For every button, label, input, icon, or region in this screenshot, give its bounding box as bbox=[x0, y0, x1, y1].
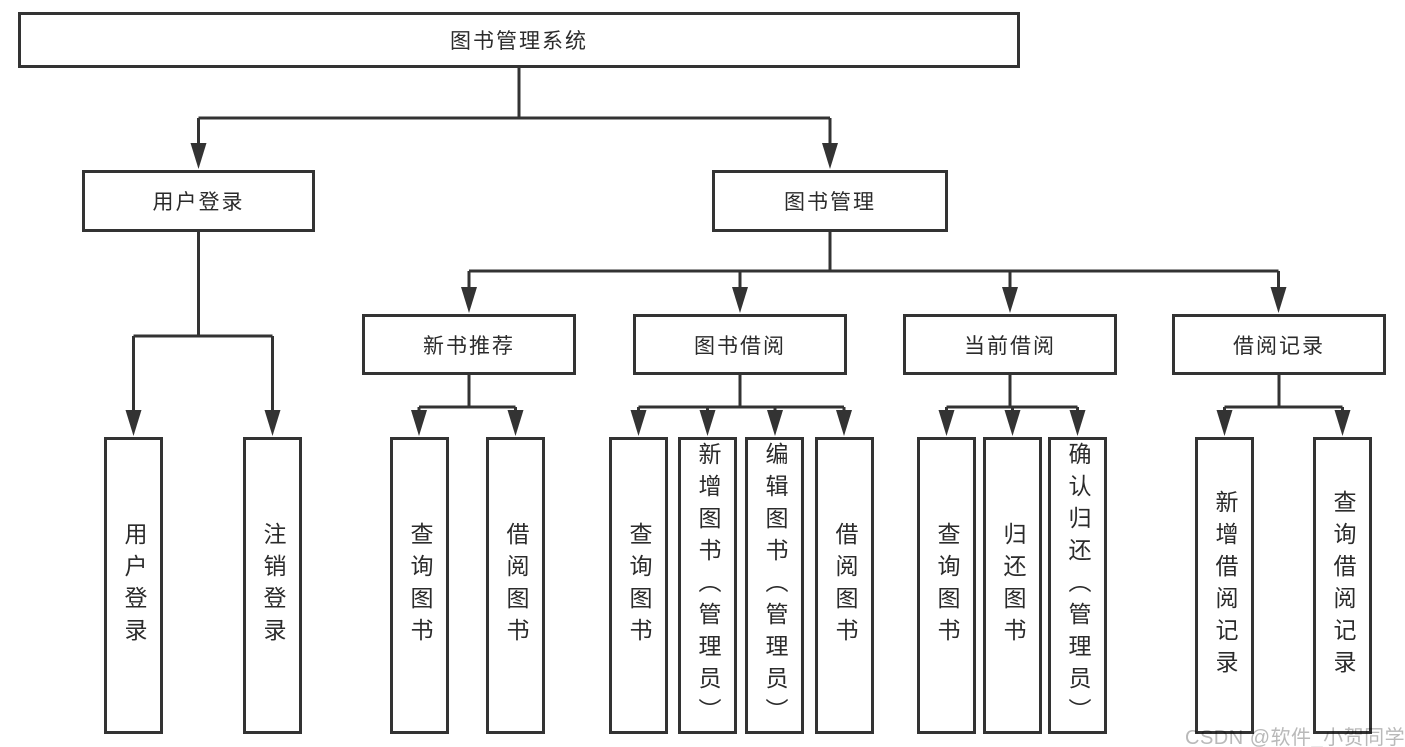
arrowhead-icon bbox=[1002, 287, 1018, 313]
node-new-book-recommendation: 新书推荐 bbox=[362, 314, 576, 375]
node-label: 图书管理 bbox=[784, 191, 876, 214]
node-label: 查询图书 bbox=[407, 521, 433, 650]
node-label: 查询借阅记录 bbox=[1330, 489, 1356, 682]
arrowhead-icon bbox=[1216, 410, 1233, 436]
node-label: 图书借阅 bbox=[694, 334, 786, 358]
leaf-borrow-books: 借阅图书 bbox=[486, 437, 545, 734]
arrowhead-icon bbox=[190, 143, 207, 169]
leaf-query-books: 查询图书 bbox=[609, 437, 668, 734]
node-library-management-system: 图书管理系统 bbox=[18, 12, 1020, 68]
node-label: 新增借阅记录 bbox=[1212, 489, 1238, 682]
node-label: 新书推荐 bbox=[423, 334, 515, 358]
node-book-borrowing: 图书借阅 bbox=[633, 314, 847, 375]
node-label: 查询图书 bbox=[934, 521, 960, 650]
arrowhead-icon bbox=[630, 410, 647, 436]
csdn-watermark: CSDN @软件_小贺同学 bbox=[1185, 727, 1405, 747]
arrowhead-icon bbox=[699, 410, 716, 436]
node-label: 用户登录 bbox=[121, 521, 147, 650]
arrowhead-icon bbox=[411, 410, 427, 436]
leaf-query-books: 查询图书 bbox=[917, 437, 976, 734]
arrowhead-icon bbox=[1004, 410, 1021, 436]
node-label: 借阅图书 bbox=[503, 521, 529, 650]
node-label: 用户登录 bbox=[152, 191, 245, 214]
node-label: 新增图书（管理员） bbox=[695, 441, 721, 730]
arrowhead-icon bbox=[461, 287, 477, 313]
arrowhead-icon bbox=[507, 410, 524, 436]
node-label: 借阅图书 bbox=[832, 521, 858, 650]
node-label: 注销登录 bbox=[260, 521, 286, 650]
leaf-confirm-return-admin: 确认归还（管理员） bbox=[1048, 437, 1107, 734]
arrowhead-icon bbox=[1334, 410, 1351, 436]
node-current-borrowing: 当前借阅 bbox=[903, 314, 1117, 375]
node-label: 借阅记录 bbox=[1233, 334, 1325, 358]
leaf-query-books: 查询图书 bbox=[390, 437, 449, 734]
leaf-query-borrow-record: 查询借阅记录 bbox=[1313, 437, 1372, 734]
node-label: 当前借阅 bbox=[964, 334, 1056, 358]
arrowhead-icon bbox=[836, 410, 852, 436]
arrowhead-icon bbox=[125, 410, 142, 436]
arrow-stub-lines bbox=[132, 118, 1344, 418]
leaf-borrow-books: 借阅图书 bbox=[815, 437, 874, 734]
leaf-user-login: 用户登录 bbox=[104, 437, 163, 734]
leaf-edit-books-admin: 编辑图书（管理员） bbox=[745, 437, 804, 734]
arrowhead-icon bbox=[822, 143, 838, 169]
node-borrowing-records: 借阅记录 bbox=[1172, 314, 1386, 375]
leaf-add-borrow-record: 新增借阅记录 bbox=[1195, 437, 1254, 734]
leaf-logout: 注销登录 bbox=[243, 437, 302, 734]
arrowhead-icon bbox=[767, 410, 783, 436]
node-label: 图书管理系统 bbox=[450, 30, 588, 53]
arrowhead-icon bbox=[1069, 410, 1086, 436]
node-label: 归还图书 bbox=[1000, 521, 1026, 650]
node-label: 确认归还（管理员） bbox=[1065, 441, 1091, 730]
leaf-add-books-admin: 新增图书（管理员） bbox=[678, 437, 737, 734]
node-label: 查询图书 bbox=[626, 521, 652, 650]
leaf-return-books: 归还图书 bbox=[983, 437, 1042, 734]
arrowhead-icon bbox=[1270, 287, 1287, 313]
arrowhead-icon bbox=[938, 410, 955, 436]
node-label: 编辑图书（管理员） bbox=[762, 441, 788, 730]
node-user-login: 用户登录 bbox=[82, 170, 315, 232]
arrowhead-icon bbox=[264, 410, 281, 436]
connector-arrowheads bbox=[125, 118, 1351, 436]
arrowhead-icon bbox=[732, 287, 748, 313]
connector-elbows bbox=[133, 68, 1343, 409]
node-book-management: 图书管理 bbox=[712, 170, 948, 232]
